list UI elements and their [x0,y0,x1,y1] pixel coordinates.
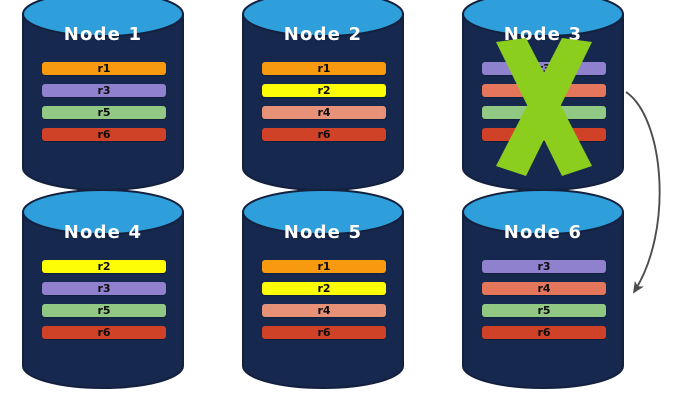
replica-bar[interactable]: r3 [42,282,166,295]
cylinder-top-disc [22,0,184,37]
replica-bar[interactable]: r5 [42,304,166,317]
replica-bar[interactable]: r2 [262,84,386,97]
replica-bar[interactable]: r6 [42,128,166,141]
replica-bar[interactable]: r6 [262,128,386,141]
cylinder-shape [242,0,404,191]
replica-bar[interactable]: r6 [262,326,386,339]
cylinder-shape [22,189,184,389]
cylinder-shape [462,189,624,389]
replica-bar[interactable]: r5 [42,106,166,119]
replica-bar-list: r1 r3 r5 r6 [42,62,166,150]
replica-bar[interactable]: r5 [482,304,606,317]
replica-bar[interactable]: r4 [482,282,606,295]
replica-bar[interactable]: r3 [482,62,606,75]
replica-bar[interactable]: r6 [482,326,606,339]
cylinder-shape [242,189,404,389]
replica-bar[interactable]: r3 [42,84,166,97]
replica-bar[interactable]: r1 [262,260,386,273]
replica-bar[interactable]: r5 [482,106,606,119]
cylinder-top-disc [462,0,624,37]
replica-bar[interactable]: r4 [262,106,386,119]
replica-bar-list: r2 r3 r5 r6 [42,260,166,348]
replica-bar-list: r1 r2 r4 r6 [262,260,386,348]
replica-bar[interactable]: r2 [42,260,166,273]
cylinder-body [462,211,624,389]
replica-bar-list: r1 r2 r4 r6 [262,62,386,150]
cylinder-top-disc [462,189,624,235]
cylinder-shape [22,0,184,191]
cylinder-top-disc [22,189,184,235]
replica-bar[interactable]: r1 [262,62,386,75]
cylinder-body [22,211,184,389]
replica-bar[interactable]: r1 [42,62,166,75]
replica-bar[interactable]: r6 [482,128,606,141]
replica-bar-list: r3 r4 r5 r6 [482,62,606,150]
replica-bar[interactable]: r4 [262,304,386,317]
replica-bar[interactable]: r2 [262,282,386,295]
cylinder-body [242,211,404,389]
cylinder-top-disc [242,189,404,235]
replica-bar[interactable]: r4 [482,84,606,97]
cylinder-top-disc [242,0,404,37]
replica-bar-list: r3 r4 r5 r6 [482,260,606,348]
replica-bar[interactable]: r3 [482,260,606,273]
replica-bar[interactable]: r6 [42,326,166,339]
